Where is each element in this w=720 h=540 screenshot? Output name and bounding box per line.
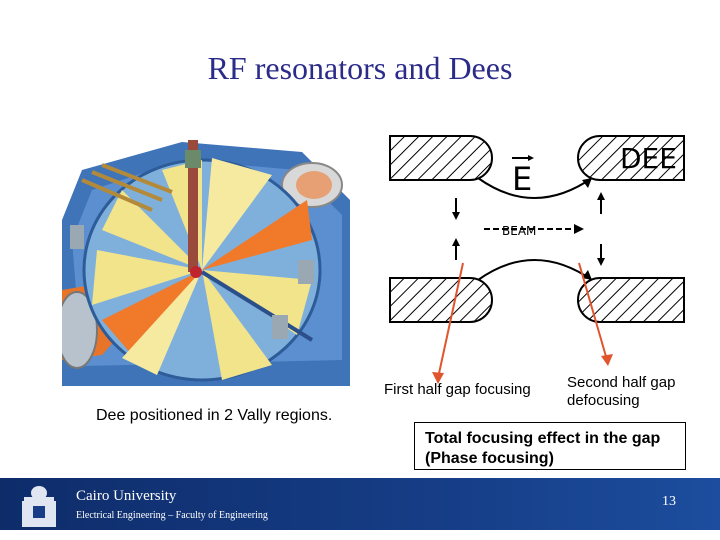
slide-title: RF resonators and Dees <box>207 50 513 86</box>
dee-top-right <box>577 135 685 181</box>
dee-top-left <box>389 135 493 181</box>
cairo-university-logo <box>16 481 62 529</box>
field-label: E <box>512 160 532 198</box>
dee-label: DEE <box>620 142 677 175</box>
beam-label: BEAM <box>502 224 536 238</box>
cyclotron-dee-illustration <box>62 130 350 386</box>
dee-caption: Dee positioned in 2 Vally regions. <box>96 407 333 424</box>
university-name: Cairo University <box>76 488 177 504</box>
dee-gap-diagram: E DEE BEAM <box>384 128 688 336</box>
department-name: Electrical Engineering – Faculty of Engi… <box>76 510 268 521</box>
footer-bar: Cairo University Electrical Engineering … <box>0 478 720 530</box>
dee-bottom-right <box>577 277 685 323</box>
focusing-box: Total focusing effect in the gap (Phase … <box>414 422 686 470</box>
page-number: 13 <box>662 494 676 509</box>
first-half-label: First half gap focusing <box>384 381 531 398</box>
dee-bottom-left <box>389 277 493 323</box>
second-half-label: Second half gap defocusing <box>567 374 676 409</box>
